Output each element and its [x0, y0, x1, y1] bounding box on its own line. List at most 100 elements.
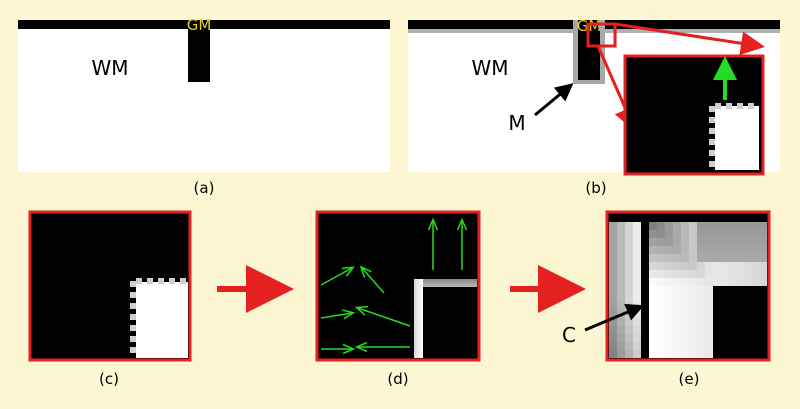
panel-e-intensity-cell: [617, 318, 625, 326]
panel-a-wm-label: WM: [91, 56, 128, 80]
panel-e-intensity-cell: [697, 278, 705, 286]
panel-e-intensity-cell: [617, 230, 625, 238]
panel-e-intensity-cell: [673, 254, 681, 262]
panel-e-intensity-cell: [625, 342, 633, 350]
panel-e-intensity-cell: [641, 334, 649, 342]
panel-e-intensity-cell: [641, 350, 649, 358]
panel-e-intensity-cell: [681, 278, 689, 286]
panel-e-intensity-cell: [633, 294, 641, 302]
panel-e-intensity-cell: [625, 270, 633, 278]
panel-e-intensity-cell: [617, 334, 625, 342]
panel-e-intensity-cell: [705, 342, 713, 350]
panel-e-intensity-cell: [649, 278, 657, 286]
panel-e-intensity-cell: [665, 254, 673, 262]
panel-e-intensity-cell: [689, 334, 697, 342]
panel-e-intensity-cell: [633, 318, 641, 326]
panel-b: GM WM M (b): [408, 17, 780, 197]
panel-e-intensity-cell: [721, 246, 729, 254]
panel-e-intensity-cell: [753, 294, 761, 302]
panel-e-intensity-cell: [609, 270, 617, 278]
panel-e-intensity-cell: [649, 262, 657, 270]
panel-e-intensity-cell: [705, 278, 713, 286]
panel-e-intensity-cell: [713, 270, 721, 278]
panel-e-intensity-cell: [617, 286, 625, 294]
panel-e-intensity-cell: [761, 334, 767, 342]
panel-e-caption: (e): [679, 370, 700, 388]
panel-e-intensity-cell: [713, 254, 721, 262]
panel-e-intensity-cell: [625, 254, 633, 262]
panel-e-intensity-cell: [697, 310, 705, 318]
panel-e-intensity-cell: [649, 286, 657, 294]
panel-a-gm-sulcus: [188, 20, 210, 82]
panel-e-intensity-cell: [729, 350, 737, 358]
panel-e-intensity-cell: [729, 318, 737, 326]
panel-e-intensity-cell: [697, 270, 705, 278]
panel-e-intensity-cell: [673, 230, 681, 238]
panel-e-intensity-cell: [689, 222, 697, 230]
panel-e-intensity-cell: [745, 262, 753, 270]
panel-e-intensity-cell: [697, 326, 705, 334]
panel-b-zoom-arrow-upper: [614, 22, 765, 56]
panel-e-intensity-cell: [673, 246, 681, 254]
panel-e-intensity-cell: [633, 254, 641, 262]
panel-e-intensity-cell: [737, 294, 745, 302]
panel-e-intensity-cell: [745, 254, 753, 262]
panel-c: (c): [28, 210, 192, 388]
panel-e-intensity-cell: [729, 342, 737, 350]
panel-e-intensity-cell: [633, 238, 641, 246]
panel-e-intensity-cell: [753, 238, 761, 246]
panel-e-intensity-cell: [745, 278, 753, 286]
panel-e-intensity-cell: [649, 246, 657, 254]
panel-e-intensity-cell: [609, 246, 617, 254]
panel-e-intensity-cell: [609, 238, 617, 246]
panel-e-intensity-cell: [689, 262, 697, 270]
panel-e-intensity-cell: [753, 326, 761, 334]
panel-e-intensity-cell: [753, 286, 761, 294]
panel-e-intensity-cell: [713, 230, 721, 238]
panel-e-intensity-cell: [665, 318, 673, 326]
panel-e-intensity-cell: [761, 342, 767, 350]
panel-e-intensity-cell: [625, 278, 633, 286]
panel-e-intensity-cell: [697, 302, 705, 310]
panel-e-intensity-cell: [657, 342, 665, 350]
panel-e-frame: [605, 210, 771, 362]
panel-e-intensity-cell: [649, 254, 657, 262]
panel-e-intensity-cell: [745, 286, 753, 294]
panel-e-intensity-cell: [641, 222, 649, 230]
panel-e-intensity-cell: [657, 286, 665, 294]
panel-e-intensity-cell: [737, 238, 745, 246]
panel-e-intensity-map: [609, 222, 767, 358]
panel-e-intensity-cell: [689, 286, 697, 294]
panel-e-intensity-cell: [761, 246, 767, 254]
panel-e-intensity-cell: [649, 342, 657, 350]
panel-e-intensity-cell: [721, 302, 729, 310]
panel-e-intensity-cell: [745, 270, 753, 278]
panel-e-intensity-cell: [689, 270, 697, 278]
panel-e-intensity-cell: [625, 286, 633, 294]
panel-e-intensity-cell: [697, 238, 705, 246]
panel-e-intensity-cell: [689, 310, 697, 318]
panel-e-intensity-cell: [617, 246, 625, 254]
panel-e-intensity-cell: [745, 230, 753, 238]
panel-e-intensity-cell: [673, 342, 681, 350]
panel-e-intensity-cell: [721, 318, 729, 326]
panel-e-intensity-cell: [609, 342, 617, 350]
panel-e-intensity-cell: [641, 238, 649, 246]
panel-e-intensity-cell: [713, 310, 721, 318]
panel-e-intensity-cell: [673, 294, 681, 302]
panel-e-intensity-cell: [633, 310, 641, 318]
panel-e-intensity-cell: [721, 278, 729, 286]
panel-e-intensity-cell: [697, 286, 705, 294]
panel-e-intensity-cell: [681, 286, 689, 294]
panel-e-intensity-cell: [705, 270, 713, 278]
panel-e-intensity-cell: [681, 238, 689, 246]
panel-e-intensity-cell: [753, 302, 761, 310]
panel-e-intensity-cell: [729, 278, 737, 286]
panel-e-intensity-cell: [705, 238, 713, 246]
panel-e-intensity-cell: [609, 350, 617, 358]
panel-e-intensity-cell: [625, 350, 633, 358]
panel-e-intensity-cell: [673, 270, 681, 278]
panel-e-intensity-cell: [649, 238, 657, 246]
panel-e-intensity-cell: [705, 294, 713, 302]
